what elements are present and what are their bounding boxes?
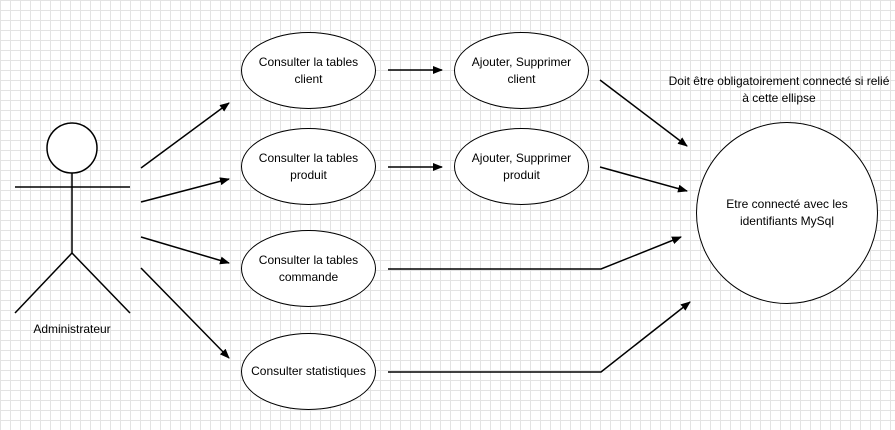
arrow-ajouter-client-to-connexion [599,79,688,147]
arrow-actor-to-consulter-produit [140,177,230,203]
arrow-actor-to-consulter-statistiques [140,267,230,359]
connection-note: Doit être obligatoirement connecté si re… [668,74,890,105]
usecase-ajouter-supprimer-client[interactable]: Ajouter, Supprimer client [454,32,589,109]
usecase-ajouter-supprimer-produit[interactable]: Ajouter, Supprimer produit [454,128,589,205]
arrow-actor-to-consulter-commande [140,236,230,265]
usecase-consulter-commande-label: Consulter la tables commande [258,252,359,284]
usecase-consulter-produit[interactable]: Consulter la tables produit [241,128,376,205]
actor-figure[interactable] [14,122,131,314]
usecase-etre-connecte-label: Etre connecté avec les identifiants MySq… [726,197,848,228]
usecase-etre-connecte[interactable]: Etre connecté avec les identifiants MySq… [696,122,878,304]
arrow-actor-to-consulter-client [140,102,230,169]
arrow-consulter-statistiques-to-connexion [388,301,691,373]
usecase-consulter-statistiques-label: Consulter statistiques [251,364,366,378]
usecase-consulter-commande[interactable]: Consulter la tables commande [241,230,376,307]
arrow-consulter-commande-to-connexion [388,236,682,270]
actor-head [46,122,98,174]
actor-left-leg [14,252,73,314]
usecase-consulter-client-label: Consulter la tables client [258,54,359,86]
usecase-consulter-produit-label: Consulter la tables produit [258,150,359,182]
usecase-ajouter-supprimer-produit-label: Ajouter, Supprimer produit [471,150,572,182]
actor-label: Administrateur [33,322,111,336]
usecase-consulter-statistiques[interactable]: Consulter statistiques [241,333,376,410]
actor-right-leg [71,252,131,314]
usecase-ajouter-supprimer-client-label: Ajouter, Supprimer client [471,54,572,86]
usecase-consulter-client[interactable]: Consulter la tables client [241,32,376,109]
arrow-ajouter-produit-to-connexion [599,166,688,193]
